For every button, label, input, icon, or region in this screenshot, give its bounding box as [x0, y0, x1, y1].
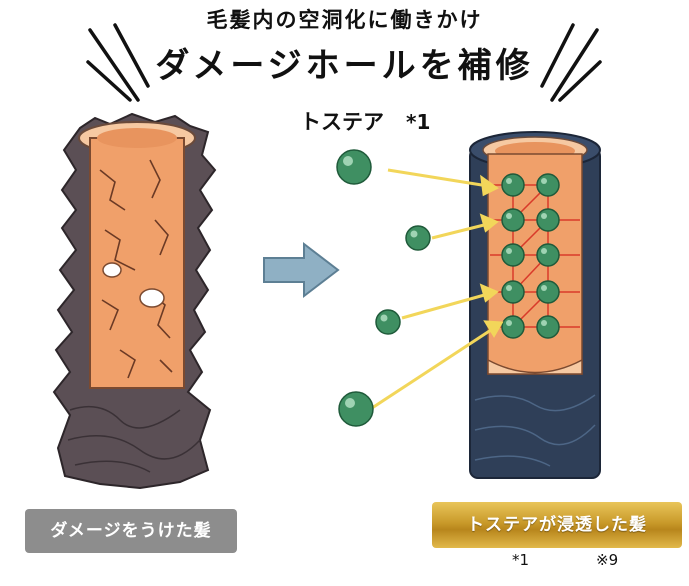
footnote-9: ※9: [596, 551, 619, 569]
process-arrow-icon: [263, 241, 340, 299]
emphasis-lines: [86, 23, 602, 102]
damaged-hair-top-inner: [97, 128, 177, 148]
embedded-particle-highlights: [506, 178, 547, 326]
free-particle-highlights: [343, 156, 418, 408]
damaged-hair-illustration: [52, 112, 217, 490]
damage-hole-1: [102, 262, 122, 278]
damage-hole-2: [139, 288, 165, 308]
treated-hair-illustration: [336, 131, 601, 479]
damaged-hair-bark-texture: [67, 405, 201, 473]
sheath-texture: [474, 394, 596, 467]
ingredient-note: *1: [406, 110, 431, 134]
subtitle: 毛髪内の空洞化に働きかけ: [206, 8, 483, 32]
ingredient-name: トステア: [300, 110, 384, 134]
damaged-hair-cracks: [99, 159, 173, 379]
page-title: ダメージホールを補修: [155, 46, 534, 86]
healthy-hair-cut-face: [487, 358, 583, 375]
free-particles: [336, 149, 431, 427]
treated-hair-label: トステアが浸透した髪: [432, 502, 682, 548]
damaged-hair-label: ダメージをうけた髪: [25, 509, 237, 553]
penetration-arrows: [371, 168, 504, 410]
ingredient-label: トステア *1: [300, 106, 430, 136]
footnote-1: *1: [512, 551, 530, 569]
damaged-hair-core: [89, 137, 185, 389]
